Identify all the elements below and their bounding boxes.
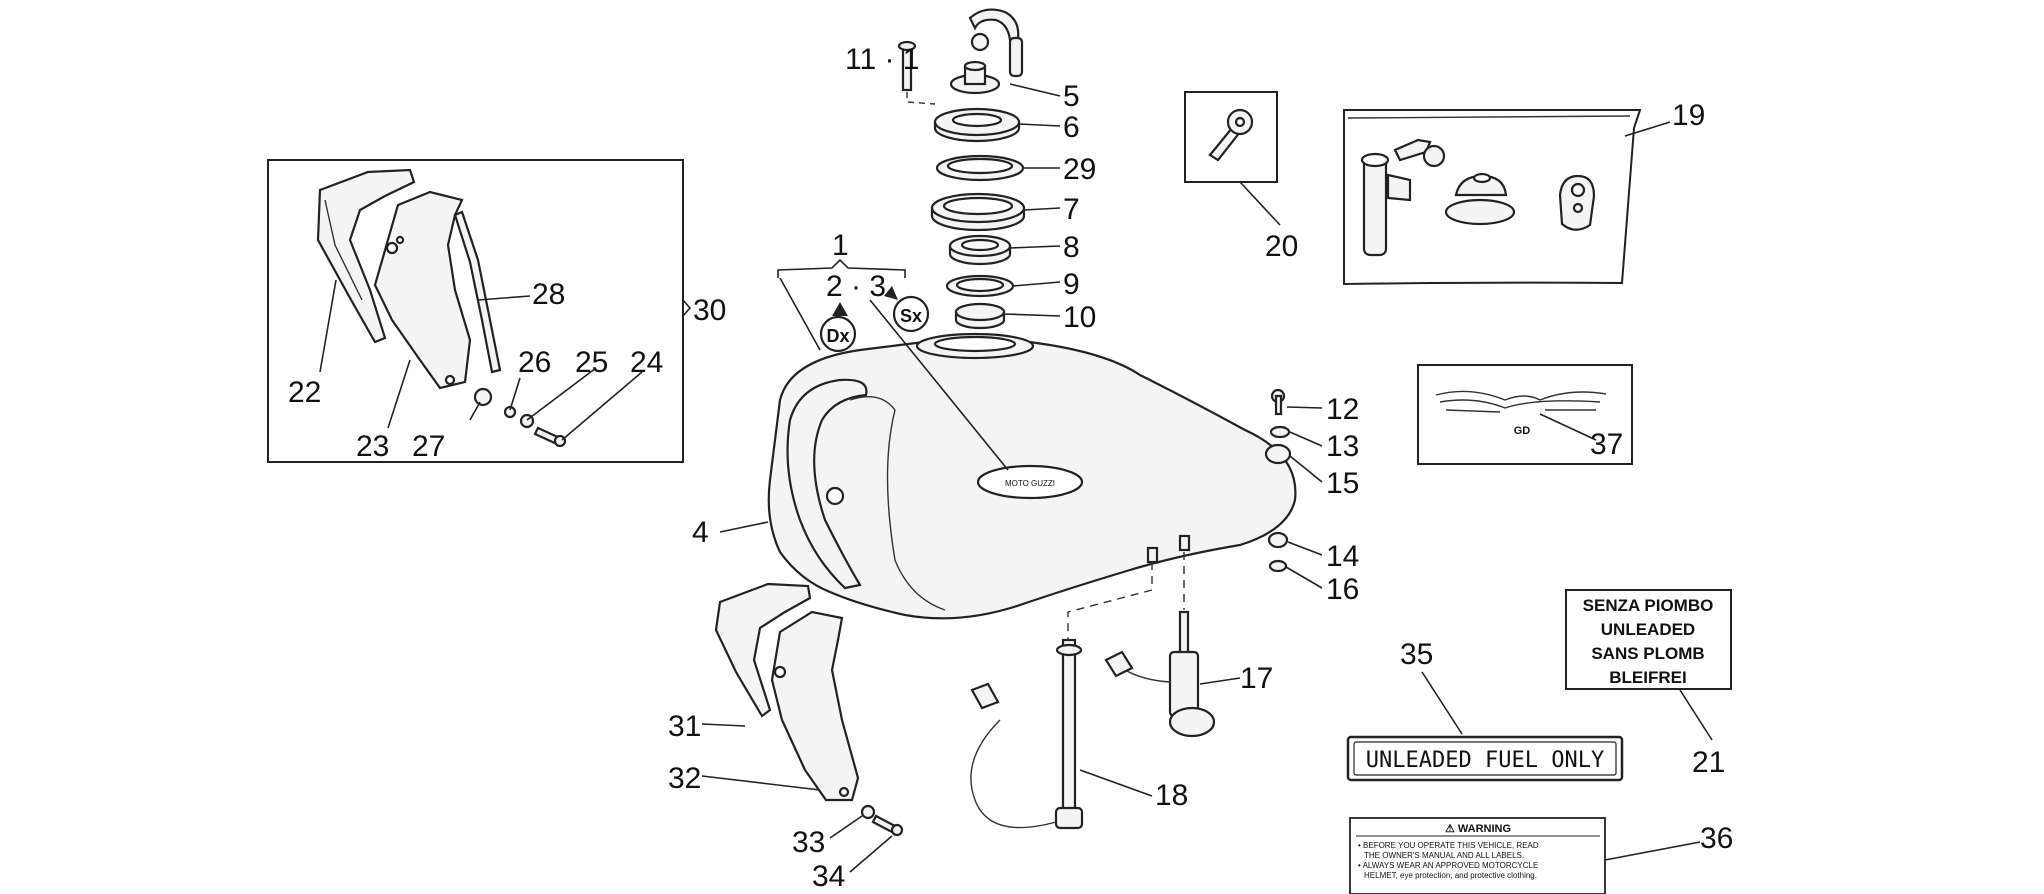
callout-10: 10 <box>1063 301 1096 334</box>
callout-37: 37 <box>1590 428 1623 461</box>
spacer-27 <box>473 387 493 407</box>
side-cover-right-piece <box>373 190 472 390</box>
lower-cover-right <box>770 610 860 802</box>
callout-16: 16 <box>1326 573 1359 606</box>
callout-32: 32 <box>668 762 701 795</box>
callout-27: 27 <box>412 430 445 463</box>
side-cover-left-piece <box>316 168 416 344</box>
fuel-level-sensor <box>1061 638 1077 822</box>
callout-6: 6 <box>1063 111 1080 144</box>
tank-logo-badge <box>976 464 1084 500</box>
ring-10 <box>954 302 1006 322</box>
fuel-tap-and-sensor: 17 18 <box>970 610 1273 830</box>
decal-line-2: UNLEADED <box>1601 620 1695 639</box>
tank-callout-group: 1 2 · 3 Dx Sx <box>777 229 1009 471</box>
lock-right <box>1558 174 1596 231</box>
callout-20: 20 <box>1265 230 1298 263</box>
callout-14: 14 <box>1326 540 1359 573</box>
decal-line-4: BLEIFREI <box>1609 668 1686 687</box>
warning-heading: ⚠ WARNING <box>1445 823 1511 835</box>
warning-line-4: HELMET, eye protection, and protective c… <box>1364 871 1537 880</box>
fuel-tank: MOTO GUZZI <box>767 332 1297 640</box>
callout-36: 36 <box>1700 822 1733 855</box>
lock-cylinder <box>1362 153 1388 257</box>
decal-line-1: SENZA PIOMBO <box>1583 596 1714 615</box>
callout-8: 8 <box>1063 231 1080 264</box>
decal-line-3: SANS PLOMB <box>1591 644 1704 663</box>
unleaded-decal-text: UNLEADED FUEL ONLY <box>1366 748 1604 773</box>
eagle-decal-box: GD 37 <box>1417 364 1633 465</box>
lock-kit-box: 19 <box>1343 99 1705 286</box>
eagle-logo-text: GD <box>1514 425 1531 437</box>
callout-4: 4 <box>692 516 709 549</box>
callout-9: 9 <box>1063 268 1080 301</box>
callout-23: 23 <box>356 430 389 463</box>
callout-26: 26 <box>518 346 551 379</box>
rubber-strip <box>453 210 502 374</box>
warning-line-3: • ALWAYS WEAR AN APPROVED MOTORCYCLE <box>1358 861 1538 870</box>
callout-35: 35 <box>1400 638 1433 671</box>
callout-25: 25 <box>575 346 608 379</box>
key-box: 20 <box>1184 91 1298 263</box>
callout-7: 7 <box>1063 193 1080 226</box>
unleaded-fuel-decal: 35 UNLEADED FUEL ONLY <box>1346 638 1624 782</box>
callout-28: 28 <box>532 278 565 311</box>
callout-24: 24 <box>630 346 663 379</box>
dx-marker <box>819 315 857 353</box>
callout-5: 5 <box>1063 80 1080 113</box>
tank-logo-text: MOTO GUZZI <box>1005 479 1055 488</box>
lock-cap <box>1444 198 1516 226</box>
callout-31: 31 <box>668 710 701 743</box>
warning-decal: ⚠ WARNING • BEFORE YOU OPERATE THIS VEHI… <box>1349 817 1733 894</box>
fuel-tap <box>1168 650 1200 718</box>
callout-15: 15 <box>1326 467 1359 500</box>
callout-22: 22 <box>288 376 321 409</box>
callout-34: 34 <box>812 860 845 893</box>
callout-1: 1 <box>832 229 849 262</box>
callout-17: 17 <box>1240 662 1273 695</box>
callout-2-3: 2 · 3 <box>826 270 886 303</box>
filler-cap-stack: 5 6 29 7 8 9 10 11 · 1 <box>845 8 1096 334</box>
dx-label: Dx <box>826 326 849 346</box>
tank-mount-fasteners: 12 13 15 14 16 <box>1264 388 1359 606</box>
callout-30: 30 <box>693 294 726 327</box>
callout-21: 21 <box>1692 746 1725 779</box>
callout-13: 13 <box>1326 430 1359 463</box>
warning-line-1: • BEFORE YOU OPERATE THIS VEHICLE, READ <box>1358 841 1539 850</box>
callout-18: 18 <box>1155 779 1188 812</box>
callout-12: 12 <box>1326 393 1359 426</box>
knee-pad-rubber <box>786 378 868 590</box>
callout-33: 33 <box>792 826 825 859</box>
callout-11: 11 · 1 <box>845 43 920 76</box>
warning-line-2: THE OWNER'S MANUAL AND ALL LABELS. <box>1364 851 1524 860</box>
fuel-type-decal: SENZA PIOMBO UNLEADED SANS PLOMB BLEIFRE… <box>1565 589 1732 779</box>
side-cover-kit-box: 30 28 22 23 27 26 25 24 <box>267 159 726 463</box>
sx-label: Sx <box>900 306 922 326</box>
lower-cover-left <box>714 582 812 718</box>
lower-side-covers: 31 32 33 34 <box>668 582 904 893</box>
callout-29: 29 <box>1063 153 1096 186</box>
washer-26 <box>503 405 517 419</box>
callout-19: 19 <box>1672 99 1705 132</box>
sx-marker <box>892 295 930 333</box>
